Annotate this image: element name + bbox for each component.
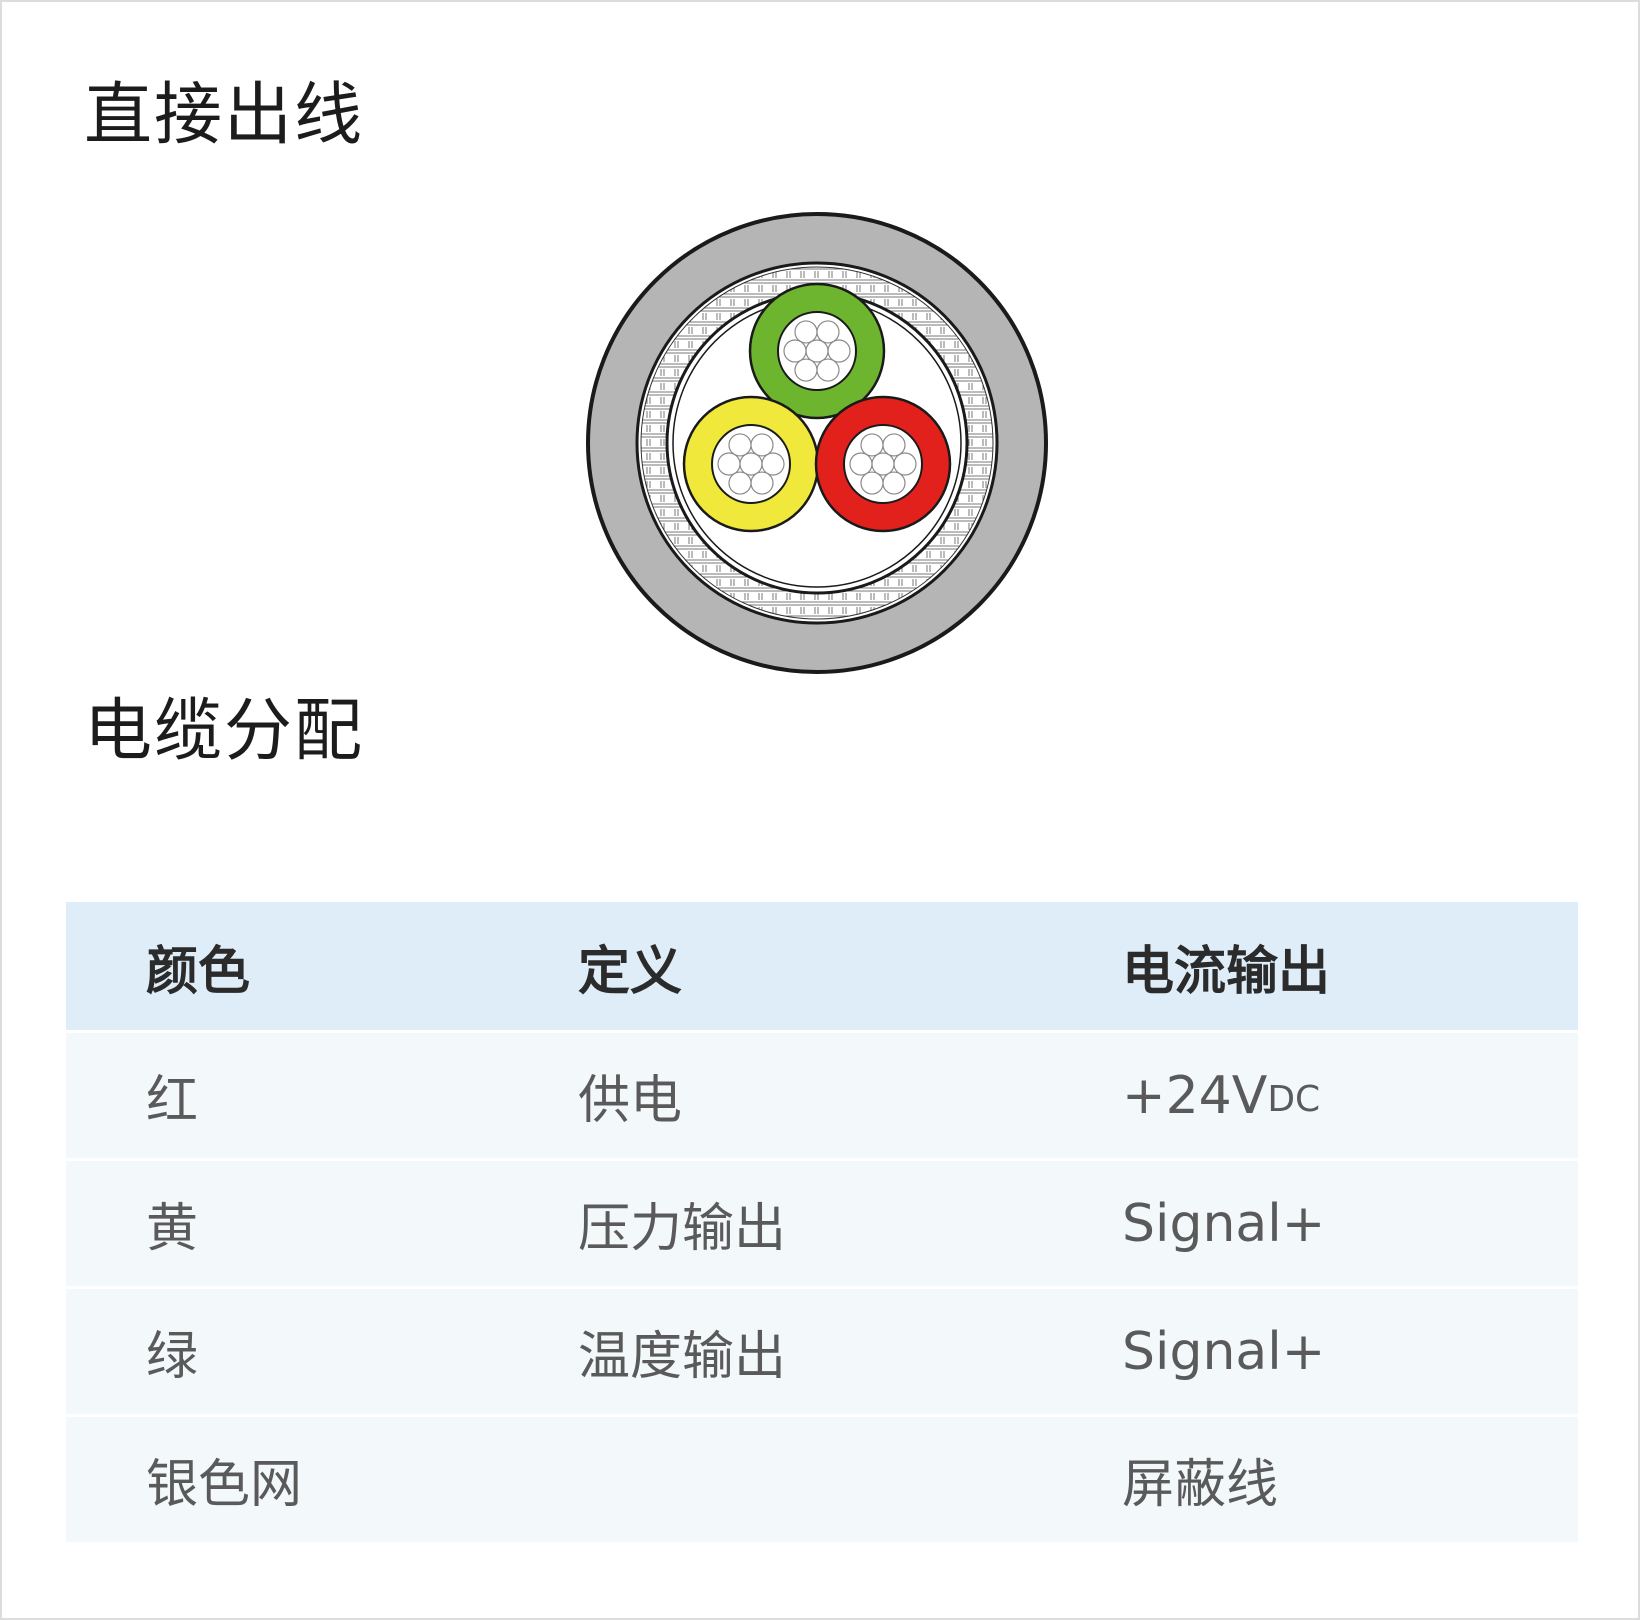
cell-color: 绿 (146, 1327, 199, 1387)
table-row: 绿 温度输出 Signal+ (66, 1286, 1578, 1414)
table-header-row: 颜色 定义 电流输出 (66, 902, 1578, 1030)
cell-color: 银色网 (146, 1455, 303, 1515)
table-row: 黄 压力输出 Signal+ (66, 1158, 1578, 1286)
cell-output: 屏蔽线 (1122, 1417, 1278, 1542)
output-unit-subscript: DC (1267, 1079, 1321, 1120)
red-core (814, 395, 952, 533)
output-value: Signal+ (1122, 1193, 1326, 1254)
yellow-core (682, 395, 820, 533)
cable-assignment-title: 电缆分配 (84, 692, 365, 771)
cell-color: 黄 (146, 1199, 199, 1259)
green-core (748, 282, 886, 420)
cell-definition: 温度输出 (578, 1327, 787, 1387)
header-definition: 定义 (578, 941, 683, 1002)
output-value: 屏蔽线 (1122, 1455, 1279, 1515)
cable-cross-section-diagram (586, 212, 1048, 674)
cell-output: Signal+ (1122, 1161, 1325, 1286)
header-current-output: 电流输出 (1122, 941, 1331, 1002)
output-value: +24V (1122, 1065, 1268, 1126)
header-color: 颜色 (146, 941, 251, 1002)
cell-output: Signal+ (1122, 1289, 1325, 1414)
cell-definition: 压力输出 (578, 1199, 787, 1259)
output-value: Signal+ (1122, 1321, 1326, 1382)
table-row: 银色网 屏蔽线 (66, 1414, 1578, 1542)
cell-color: 红 (146, 1071, 199, 1131)
wiring-title: 直接出线 (84, 76, 365, 155)
cell-definition: 供电 (578, 1071, 683, 1131)
